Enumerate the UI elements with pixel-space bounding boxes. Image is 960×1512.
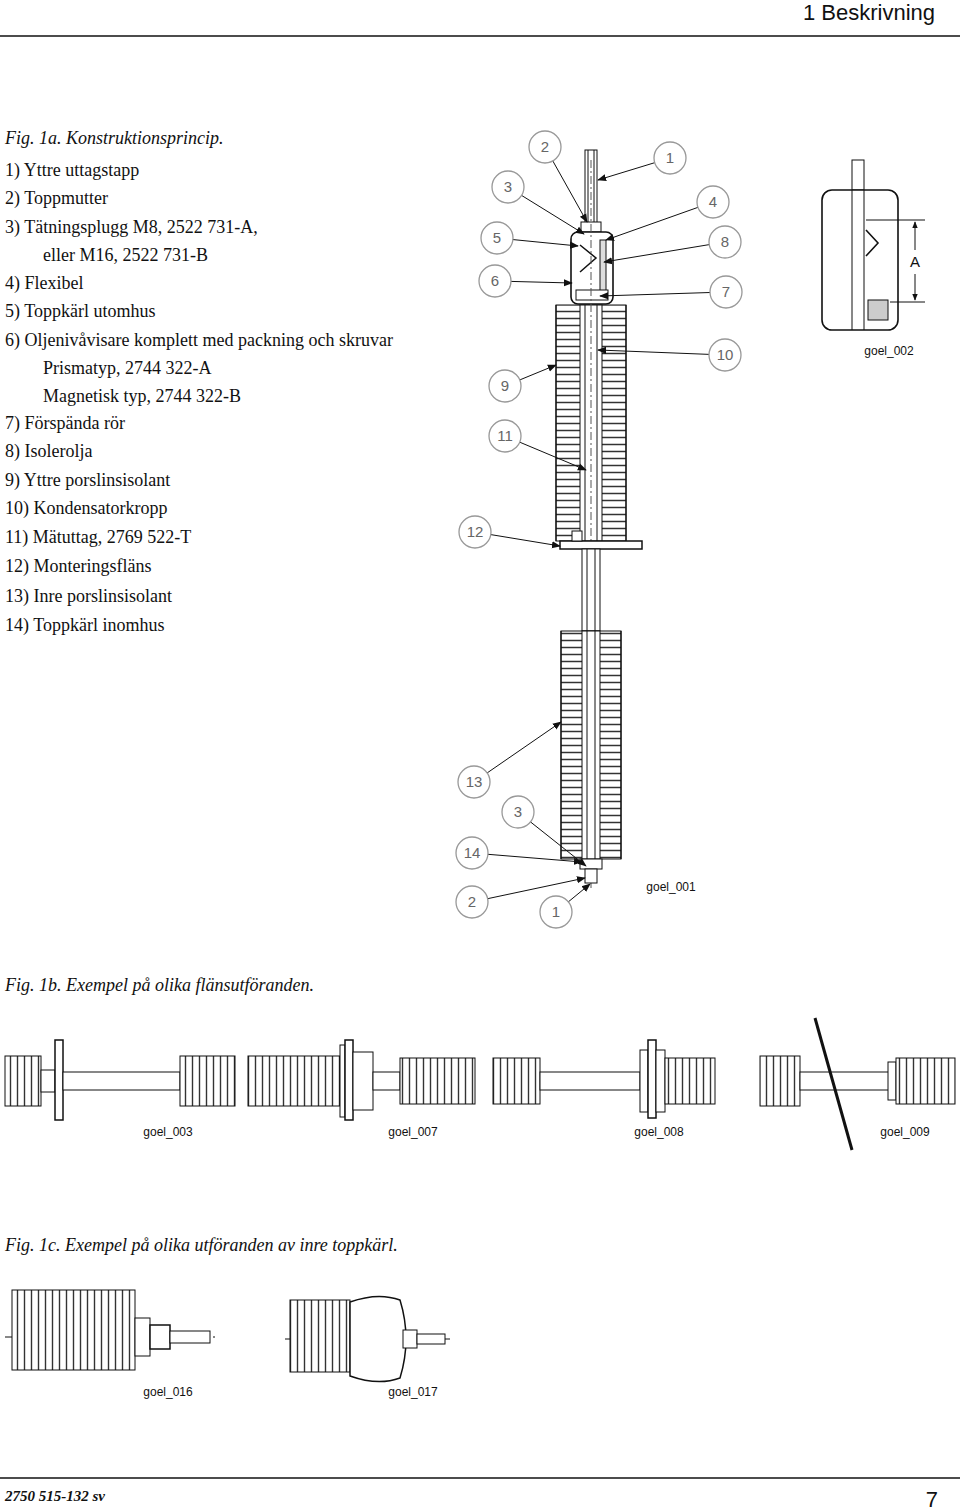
part-name: 6) Oljenivåvisare komplett med packning …: [5, 330, 393, 351]
callout-number: 3: [504, 178, 512, 195]
part-name: 14) Toppkärl inomhus: [5, 615, 164, 636]
page-header: 1 Beskrivning: [803, 0, 935, 25]
figure-code: goel_003: [143, 1126, 192, 1140]
figure-code: goel_009: [880, 1126, 929, 1140]
callout-number: 12: [467, 523, 484, 540]
part-name: Magnetisk typ, 2744 322-B: [43, 386, 241, 407]
figure-caption: Fig. 1c. Exempel på olika utföranden av …: [5, 1235, 398, 1256]
figure-code: goel_002: [864, 345, 913, 359]
callout-number: 2: [468, 893, 476, 910]
page-number: 7: [926, 1487, 938, 1512]
part-name: 7) Förspända rör: [5, 413, 125, 434]
callout-number: 5: [493, 229, 501, 246]
part-name: 10) Kondensatorkropp: [5, 498, 167, 519]
figure-code: goel_007: [388, 1126, 437, 1140]
callout-number: 3: [514, 803, 522, 820]
callout-number: 14: [464, 844, 481, 861]
part-name: 5) Toppkärl utomhus: [5, 301, 155, 322]
part-name: 4) Flexibel: [5, 273, 84, 294]
callout-number: 2: [541, 138, 549, 155]
callout-number: 8: [721, 233, 729, 250]
callout-number: 6: [491, 272, 499, 289]
callout-number: 9: [501, 377, 509, 394]
dimension-label: A: [910, 253, 920, 270]
document-number: 2750 515-132 sv: [5, 1488, 105, 1505]
figure-code: goel_008: [634, 1126, 683, 1140]
callout-number: 1: [666, 149, 674, 166]
part-name: 1) Yttre uttagstapp: [5, 160, 139, 181]
callout-number: 7: [722, 283, 730, 300]
part-name: 11) Mätuttag, 2769 522-T: [5, 527, 191, 548]
part-name: 9) Yttre porslinsisolant: [5, 470, 170, 491]
callout-number: 10: [717, 346, 734, 363]
part-name: 12) Monteringsfläns: [5, 556, 151, 577]
part-name: 8) Isolerolja: [5, 441, 92, 462]
callout-number: 4: [709, 193, 717, 210]
callout-number: 11: [497, 427, 513, 444]
part-name: 2) Toppmutter: [5, 188, 108, 209]
figure-caption: Fig. 1a. Konstruktionsprincip.: [5, 128, 224, 149]
callout-number: 1: [552, 903, 560, 920]
figure-code: goel_016: [143, 1386, 192, 1400]
part-name: Prismatyp, 2744 322-A: [43, 358, 212, 379]
figure-caption: Fig. 1b. Exempel på olika flänsutförande…: [5, 975, 314, 996]
figure-code: goel_001: [646, 881, 695, 895]
part-name: 13) Inre porslinsisolant: [5, 586, 172, 607]
callout-number: 13: [466, 773, 483, 790]
part-name: 3) Tätningsplugg M8, 2522 731-A,: [5, 217, 258, 238]
figure-code: goel_017: [388, 1386, 437, 1400]
part-name: eller M16, 2522 731-B: [43, 245, 208, 266]
